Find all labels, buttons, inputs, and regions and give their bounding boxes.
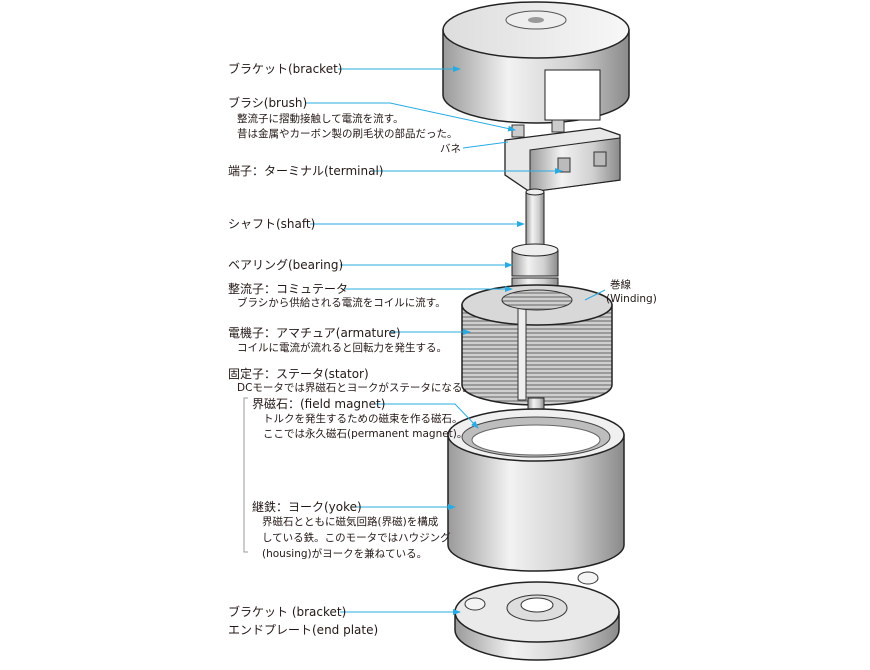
yoke-desc-3: (housing)がヨークを兼ねている。 [262, 548, 428, 560]
label-brush: ブラシ(brush) [228, 96, 308, 110]
armature-desc: コイルに電流が流れると回転力を発生する。 [237, 342, 447, 354]
field-magnet-desc-2: ここでは永久磁石(permanent magnet)。 [263, 428, 468, 440]
label-bearing: ベアリング(bearing) [228, 258, 344, 272]
bearing [511, 243, 559, 277]
stator-bracket [243, 397, 248, 553]
label-bracket-top: ブラケット(bracket) [228, 62, 343, 76]
commutator-desc: ブラシから供給される電流をコイルに流す。 [237, 297, 446, 309]
label-shaft: シャフト(shaft) [228, 217, 316, 231]
field-magnet-desc-1: トルクを発生するための磁束を作る磁石。 [263, 413, 463, 425]
label-spring: バネ [440, 143, 461, 155]
brush-holder [504, 119, 621, 193]
yoke-desc-1: 界磁石とともに磁気回路(界磁)を構成 [262, 516, 439, 528]
end-plate [454, 571, 620, 661]
top-bracket [442, 1, 630, 124]
label-terminal: 端子：ターミナル(terminal) [228, 164, 384, 178]
brush-desc-1: 整流子に摺動接触して電流を流す。 [237, 113, 404, 125]
armature [461, 284, 613, 406]
leader-lines [305, 66, 606, 615]
label-bracket-bottom: ブラケット (bracket) [228, 605, 347, 619]
label-winding-en: (Winding) [606, 293, 657, 305]
label-field-magnet: 界磁石：(field magnet) [252, 397, 386, 411]
brush-desc-2: 昔は金属やカーボン製の刷毛状の部品だった。 [237, 128, 458, 140]
label-yoke: 継鉄：ヨーク(yoke) [252, 500, 362, 514]
label-commutator: 整流子：コミュテータ [228, 282, 349, 296]
stator-desc: DCモータでは界磁石とヨークがステータになる。 [237, 382, 473, 394]
label-winding: 巻線 [610, 279, 631, 291]
yoke-desc-2: している鉄。このモータではハウジング [262, 532, 451, 544]
shaft [525, 191, 545, 253]
label-stator: 固定子：ステータ(stator) [228, 367, 369, 381]
yoke-housing [447, 408, 625, 572]
label-armature: 電機子：アマチュア(armature) [228, 326, 401, 340]
label-end-plate: エンドプレート(end plate) [228, 623, 379, 637]
